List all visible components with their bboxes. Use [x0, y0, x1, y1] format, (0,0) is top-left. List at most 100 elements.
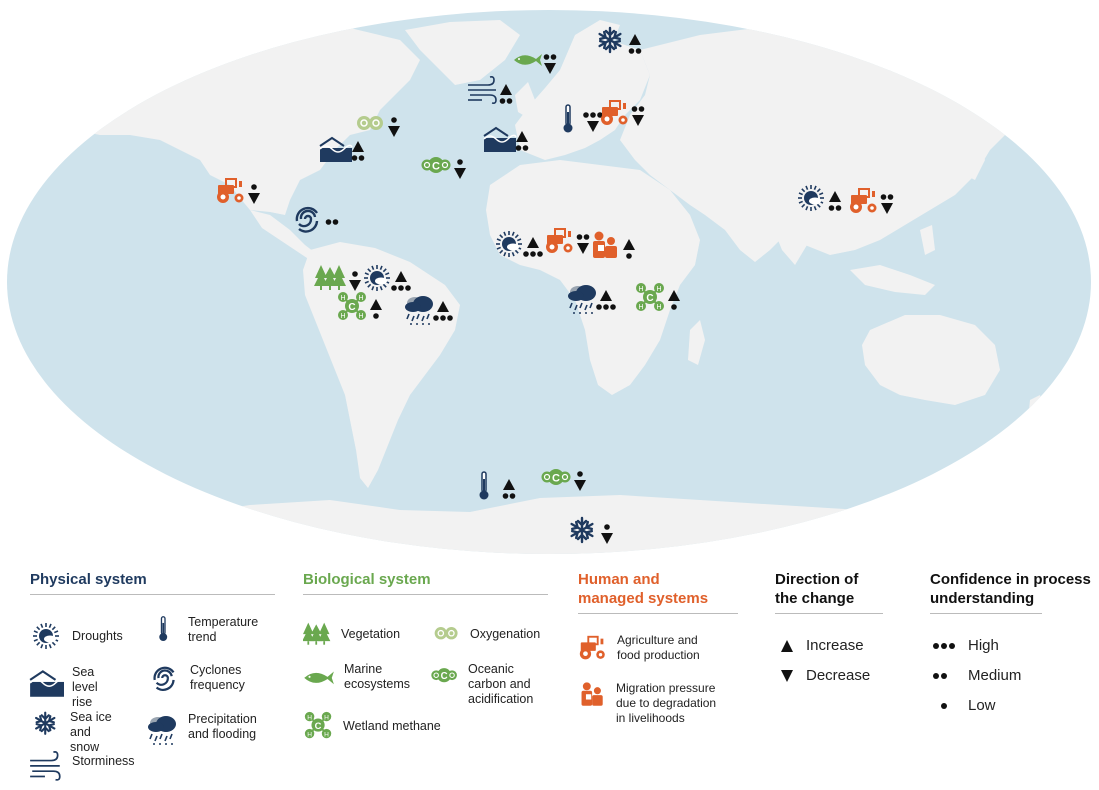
confidence-dot: [440, 315, 446, 321]
legend-decrease: Decrease: [780, 667, 870, 684]
legend-oxygenation: Oxygenation: [432, 620, 552, 654]
confidence-dot: [583, 234, 590, 240]
svg-text:C: C: [646, 293, 653, 304]
triangle-up-icon: [437, 301, 449, 312]
confidence-dot: [398, 285, 404, 291]
confidence-dot: [597, 112, 603, 118]
triangle-up-icon: [500, 84, 512, 95]
confidence-dot: [577, 471, 583, 477]
confidence-dot: [671, 304, 677, 310]
marker-caribbean: [295, 206, 339, 233]
svg-text:H: H: [656, 286, 661, 293]
oxygen-icon: [432, 620, 470, 654]
triangle-up-icon: [516, 131, 528, 142]
legend-precipitation: Precipitation and flooding: [146, 712, 266, 750]
confidence-dot: [522, 145, 529, 151]
three-dots-icon: [933, 642, 955, 649]
legend-confidence-title: Confidence in process understanding: [930, 570, 1091, 614]
marker-mexico: [217, 178, 260, 204]
oceanic-carbon-icon: C: [541, 469, 571, 485]
madagascar: [688, 320, 705, 365]
confidence-dot: [499, 98, 506, 104]
legend-human-title: Human and managed systems: [578, 570, 738, 614]
oxygenation-icon: [357, 116, 383, 130]
fish-icon: [300, 662, 344, 702]
confidence-dot: [835, 205, 842, 211]
svg-text:H: H: [324, 714, 329, 721]
legend-human-system: Human and managed systems: [578, 570, 738, 614]
precipitation-icon: [568, 285, 596, 314]
confidence-dot: [405, 285, 411, 291]
triangle-up-icon: [527, 237, 539, 248]
legend-vegetation: Vegetation: [302, 620, 433, 654]
carbon-icon: C: [430, 662, 468, 696]
agriculture-icon: [850, 188, 877, 213]
precipitation-icon: [405, 296, 433, 325]
marker-central-atlantic: C: [421, 157, 466, 179]
confidence-dot: [626, 253, 632, 259]
confidence-dot: [373, 313, 379, 319]
marker-sahel-agriculture: [546, 228, 590, 254]
svg-text:H: H: [324, 731, 329, 738]
sea-level-icon: [483, 126, 517, 152]
svg-text:H: H: [638, 286, 643, 293]
confidence-dot: [880, 194, 887, 200]
triangle-up-icon: [623, 239, 635, 250]
sea-level-icon: [319, 136, 353, 162]
legend-confidence: Confidence in process understanding: [930, 570, 1091, 614]
svg-text:H: H: [340, 295, 345, 302]
triangle-down-icon: [601, 533, 613, 544]
tractor-icon: [577, 633, 617, 669]
triangle-down-icon: [544, 63, 556, 74]
japan: [965, 140, 985, 180]
confidence-dot: [603, 304, 609, 310]
confidence-dot: [631, 106, 638, 112]
rain-cloud-icon: [146, 712, 188, 750]
droughts-icon: [30, 620, 72, 658]
sea-ice-icon: [598, 26, 622, 54]
confidence-dot: [604, 524, 610, 530]
marker-european-coast: [483, 126, 529, 152]
svg-text:C: C: [552, 473, 560, 485]
marker-antarctica-sea-ice: [570, 516, 613, 544]
triangle-down-icon: [574, 480, 586, 491]
droughts-icon: [364, 265, 390, 291]
one-dot-icon: [941, 702, 947, 709]
confidence-dot: [638, 106, 645, 112]
legend-sea-ice: Sea ice and snow: [32, 710, 152, 755]
marker-arctic-scandinavia: [598, 26, 642, 54]
confidence-dot: [325, 219, 332, 225]
legend-temperature: Temperature trend: [150, 615, 260, 649]
vegetation-icon: [314, 265, 346, 290]
agriculture-icon: [601, 100, 628, 125]
svg-text:C: C: [441, 671, 448, 682]
triangle-up-icon: [503, 479, 515, 490]
southeast-asia-islands: [850, 265, 935, 295]
confidence-dot: [550, 54, 557, 60]
confidence-dot: [887, 194, 894, 200]
agriculture-icon: [546, 228, 573, 253]
legend-physical-title: Physical system: [30, 570, 275, 595]
confidence-dot: [352, 271, 358, 277]
central-america: [250, 210, 318, 260]
marker-central-europe: [563, 104, 603, 133]
indian-subcontinent: [770, 200, 820, 265]
migration-icon: [593, 231, 617, 258]
marker-eastern-europe: [601, 100, 645, 126]
marker-south-asia-drought: [798, 185, 842, 211]
legend-sea-level: Sea level rise: [28, 665, 148, 710]
confidence-dot: [828, 205, 835, 211]
legend-direction-title: Direction of the change: [775, 570, 883, 614]
svg-text:H: H: [358, 313, 363, 320]
triangle-down-icon: [632, 115, 644, 126]
snowflake-icon: [32, 710, 70, 744]
confidence-dot: [530, 251, 536, 257]
sea-ice-icon: [570, 516, 594, 544]
triangle-down-icon: [349, 280, 361, 291]
